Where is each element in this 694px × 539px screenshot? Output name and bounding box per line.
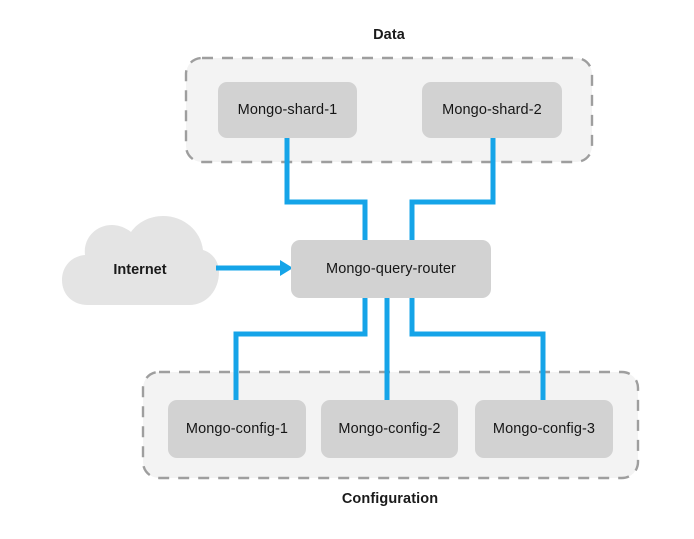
- node-mongo-shard-1[interactable]: Mongo-shard-1: [218, 82, 357, 138]
- connector-shard2-router: [409, 132, 496, 248]
- node-mongo-config-1[interactable]: Mongo-config-1: [168, 400, 306, 458]
- node-mongo-query-router[interactable]: Mongo-query-router: [291, 240, 491, 298]
- connector-shard1-router: [284, 132, 368, 248]
- node-mongo-config-2[interactable]: Mongo-config-2: [321, 400, 458, 458]
- data-group-label: Data: [373, 27, 405, 43]
- internet-cloud-label: Internet: [113, 262, 167, 278]
- internet-cloud-icon: [62, 216, 219, 305]
- node-mongo-config-3[interactable]: Mongo-config-3: [475, 400, 613, 458]
- connector-router-config1: [233, 292, 368, 406]
- arrowhead-icon: [280, 260, 293, 276]
- connector-router-config3: [409, 292, 546, 406]
- node-mongo-shard-2[interactable]: Mongo-shard-2: [422, 82, 562, 138]
- configuration-group-label: Configuration: [341, 491, 439, 507]
